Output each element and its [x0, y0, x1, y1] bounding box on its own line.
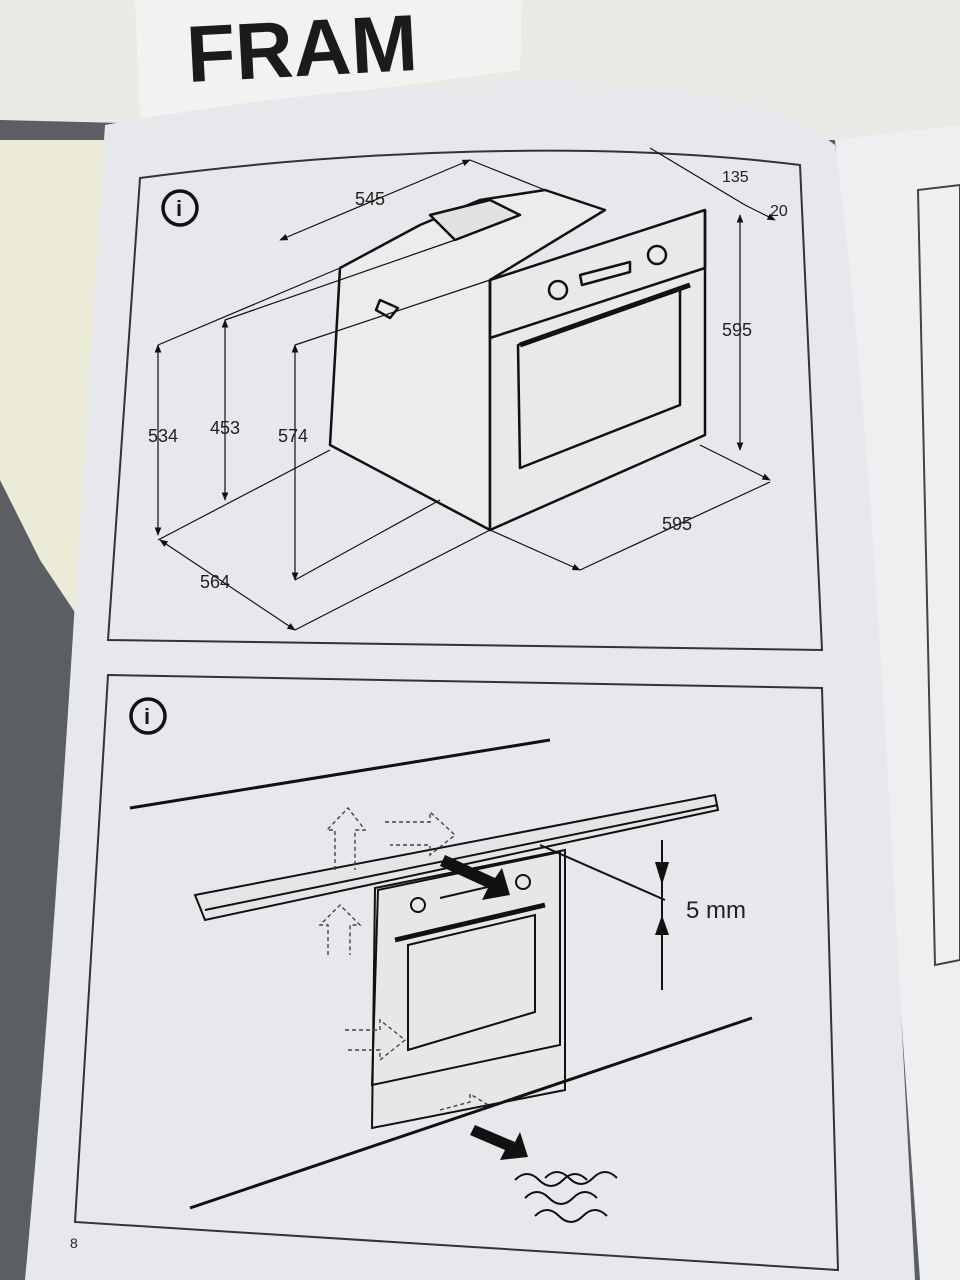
dim-574: 574: [278, 426, 308, 446]
svg-text:i: i: [144, 704, 150, 729]
cover-brand-text: FRAM: [184, 0, 419, 99]
dimension-lines: [154, 147, 776, 631]
dim-453: 453: [210, 418, 240, 438]
airflow-arrows: [318, 806, 491, 1111]
dim-20: 20: [770, 203, 788, 220]
oven-isometric: [328, 188, 707, 532]
dim-595-width: 595: [662, 514, 692, 534]
gap-5mm: 5 mm: [686, 897, 746, 924]
page-number: 8: [70, 1235, 78, 1251]
cabinet-drawing: [129, 738, 753, 1210]
ventilation-panel: i 5: [73, 673, 840, 1272]
heat-wave-icon: [514, 1171, 618, 1223]
dim-534: 534: [148, 426, 178, 446]
svg-text:i: i: [176, 196, 182, 221]
cover-sheet: FRAM: [135, 0, 522, 120]
dim-595-height: 595: [722, 320, 752, 340]
info-icon-2: i: [129, 697, 167, 735]
dimensions-panel: i: [106, 147, 824, 652]
dim-135: 135: [722, 169, 749, 186]
dim-545: 545: [355, 189, 385, 209]
gap-markers: [440, 855, 669, 1160]
dim-564: 564: [200, 572, 230, 592]
info-icon: i: [161, 189, 199, 227]
right-page: [835, 125, 960, 1280]
